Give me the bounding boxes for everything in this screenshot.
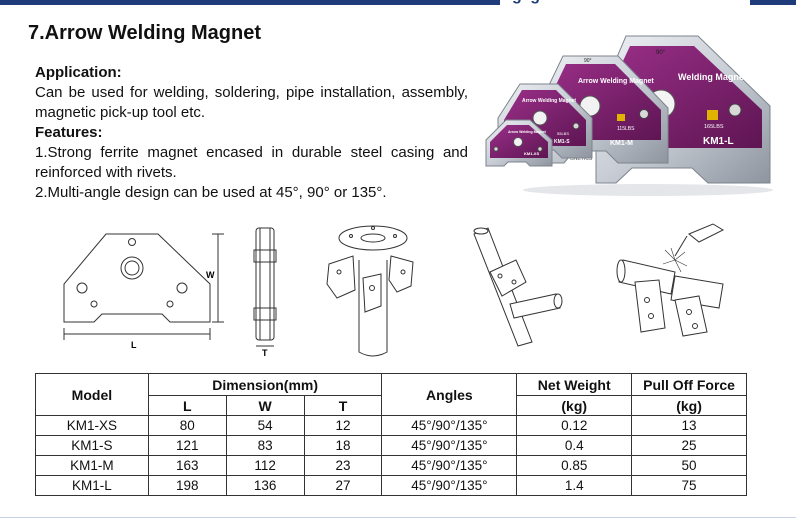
width-label: W [206, 270, 215, 280]
feature-1: 1.Strong ferrite magnet encased in durab… [35, 144, 468, 181]
cell-angles: 45°/90°/135° [381, 435, 518, 456]
description-block: Application: Can be used for welding, so… [35, 63, 468, 203]
cell-w: 136 [225, 475, 305, 496]
cell-force: 50 [631, 455, 747, 476]
header-bar-right [750, 0, 796, 5]
cell-weight: 0.85 [516, 455, 633, 476]
magnet-m-name: Arrow Welding Magnet [578, 78, 654, 85]
magnet-m-model: KM1-M [610, 140, 633, 147]
header-pull-off-force: Pull Off Force [631, 373, 747, 396]
section-title: 7.Arrow Welding Magnet [28, 22, 261, 44]
cell-t: 27 [303, 475, 383, 496]
header-dimension: Dimension(mm) [147, 373, 383, 396]
magnet-l-name: Welding Magnet [678, 72, 747, 82]
cell-w: 83 [225, 435, 305, 456]
magnet-xs-model: KM1-XS [524, 151, 539, 156]
magnet-s-model: KM1-S [554, 139, 570, 145]
feature-2: 2.Multi-angle design can be used at 45°,… [35, 184, 387, 201]
header-net-weight: Net Weight [516, 373, 633, 396]
magnet-m-angle: 90° [584, 58, 592, 64]
cell-angles: 45°/90°/135° [381, 415, 518, 436]
magnet-s-load: 55LBS [557, 131, 569, 136]
cell-force: 25 [631, 435, 747, 456]
cell-weight: 1.4 [516, 475, 633, 496]
cell-force: 75 [631, 475, 747, 496]
cell-l: 163 [147, 455, 227, 476]
magnet-s-name: Arrow Welding Magnet [522, 98, 576, 104]
magnet-l-model: KM1-L [703, 136, 734, 147]
brand-fragment: GNETICS [570, 156, 593, 162]
cell-w: 54 [225, 415, 305, 436]
cell-model: KM1-M [35, 455, 149, 476]
cell-w: 112 [225, 455, 305, 476]
table-row: KM1-XS 80 54 12 45°/90°/135° 0.12 13 [35, 415, 747, 436]
magnet-km1-xs: Arrow Welding Magnet KM1-XS [485, 119, 553, 167]
cell-model: KM1-XS [35, 415, 149, 436]
length-label: L [131, 340, 137, 350]
table-header-row: Model Dimension(mm) Angles Net Weight Pu… [35, 373, 747, 416]
cell-angles: 45°/90°/135° [381, 475, 518, 496]
header-pull-off-unit: (kg) [631, 395, 747, 416]
cell-t: 18 [303, 435, 383, 456]
table-row: KM1-L 198 136 27 45°/90°/135° 1.4 75 [35, 475, 747, 496]
magnet-l-angle: 90° [656, 50, 666, 56]
side-view-drawing: T [253, 227, 277, 358]
header-net-weight-unit: (kg) [516, 395, 633, 416]
thickness-label: T [262, 348, 268, 358]
cell-l: 121 [147, 435, 227, 456]
cell-model: KM1-L [35, 475, 149, 496]
application-text: Can be used for welding, soldering, pipe… [35, 84, 468, 121]
spec-table: Model Dimension(mm) Angles Net Weight Pu… [35, 373, 747, 496]
magnet-l-load: 165LBS [704, 124, 724, 130]
header-bar-left [0, 0, 500, 5]
cell-force: 13 [631, 415, 747, 436]
usage-sketch-angled-pipe [473, 227, 563, 347]
cell-l: 198 [147, 475, 227, 496]
front-view-drawing: L W [63, 233, 224, 350]
cell-model: KM1-S [35, 435, 149, 456]
header-w: W [225, 395, 305, 416]
header-l: L [147, 395, 227, 416]
cell-weight: 0.4 [516, 435, 633, 456]
usage-sketch-welding [616, 223, 725, 337]
usage-sketch-flange [326, 225, 414, 357]
application-heading: Application: [35, 64, 122, 81]
header-tagline-text: g g [512, 0, 542, 4]
header-model: Model [35, 373, 149, 416]
table-row: KM1-M 163 112 23 45°/90°/135° 0.85 50 [35, 455, 747, 476]
magnet-xs-name: Arrow Welding Magnet [508, 130, 547, 134]
cell-angles: 45°/90°/135° [381, 455, 518, 476]
header-angles: Angles [381, 373, 518, 416]
header-tagline: g g [512, 0, 742, 4]
cell-t: 23 [303, 455, 383, 476]
header-t: T [303, 395, 383, 416]
table-row: KM1-S 121 83 18 45°/90°/135° 0.4 25 [35, 435, 747, 456]
magnet-m-load: 115LBS [617, 126, 635, 132]
cell-weight: 0.12 [516, 415, 633, 436]
cell-t: 12 [303, 415, 383, 436]
cell-l: 80 [147, 415, 227, 436]
product-photo: Welding Magnet 90° 165LBS KM1-L Arrow We… [485, 35, 773, 196]
features-heading: Features: [35, 124, 103, 141]
